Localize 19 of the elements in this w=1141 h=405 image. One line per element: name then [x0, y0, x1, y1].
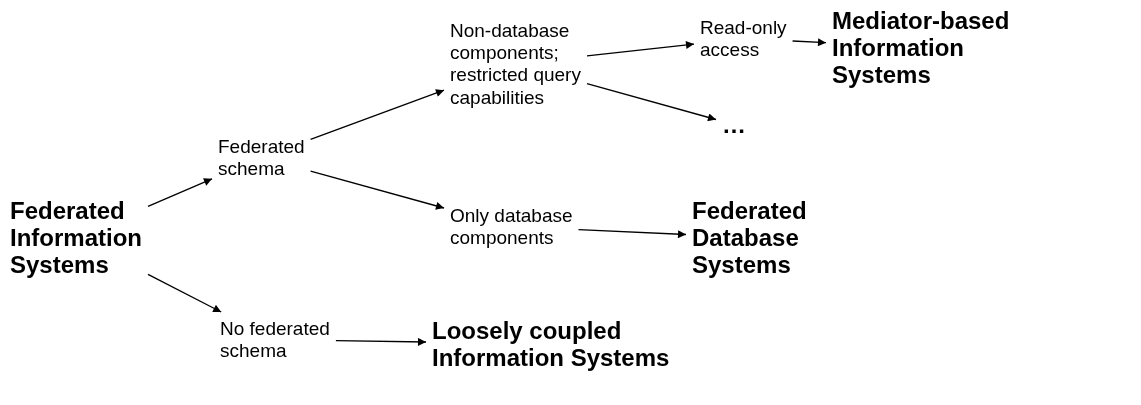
arrow: [309, 89, 445, 141]
arrow: [309, 170, 445, 210]
arrow: [586, 41, 695, 57]
system-type-label: Federated Information Systems: [10, 198, 143, 279]
criterion-label: Only database components: [450, 205, 574, 250]
criterion-label: Read-only access: [700, 17, 788, 62]
arrow: [147, 178, 213, 208]
criterion-label: Non-database components; restricted query capabilities: [450, 20, 582, 109]
arrow: [335, 337, 427, 346]
system-type-label: Loosely coupled Information Systems: [432, 318, 671, 372]
system-type-label: Mediator-based Information Systems: [832, 8, 1011, 89]
criterion-label: Federated schema: [218, 136, 306, 181]
arrow: [586, 83, 717, 122]
arrow: [791, 38, 827, 47]
arrow: [147, 273, 222, 313]
arrow: [577, 229, 687, 239]
system-type-label: Federated Database Systems: [692, 198, 808, 279]
criterion-label: No federated schema: [220, 318, 331, 363]
system-type-label: …: [722, 112, 747, 139]
